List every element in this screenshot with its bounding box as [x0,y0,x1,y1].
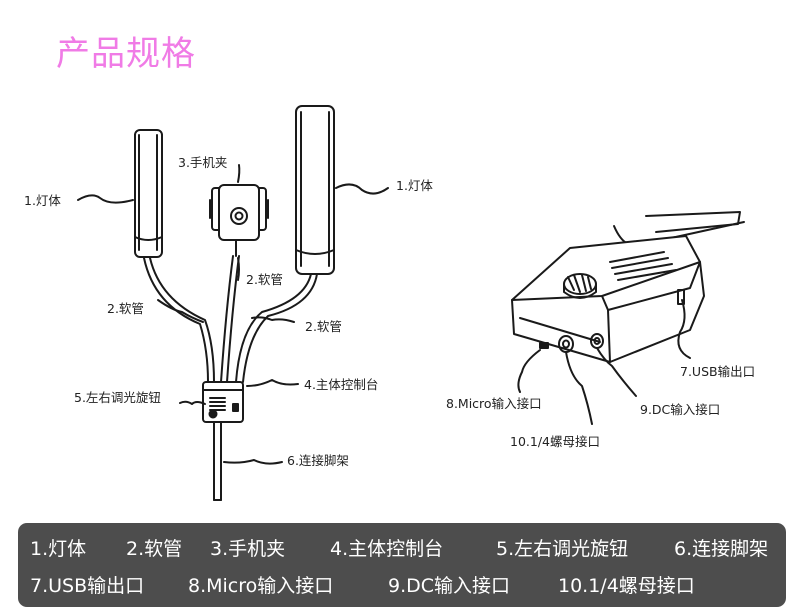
legend-item: 7.USB输出口 [30,575,145,597]
product-diagram: 1.灯体 2.软管 5.左右调光旋钮 3.手机夹 2.软管 2.软管 1.灯体 … [24,105,755,501]
label-usb-output: 7.USB输出口 [680,364,755,379]
page-title: 产品规格 [56,34,196,74]
legend-item: 1.灯体 [30,538,87,560]
tripod-rod [213,421,222,501]
legend-item: 8.Micro输入接口 [188,575,334,597]
phone-clip [209,184,269,257]
label-light-body-right: 1.灯体 [396,178,433,193]
legend-item: 9.DC输入接口 [388,575,511,597]
legend-item: 3.手机夹 [210,538,286,560]
label-micro-input: 8.Micro输入接口 [446,396,542,411]
label-screw-mount: 10.1/4螺母接口 [510,434,600,449]
label-light-body-left: 1.灯体 [24,193,61,208]
control-box-detail [511,211,745,363]
label-dimmer-knob: 5.左右调光旋钮 [74,390,161,405]
legend-item: 10.1/4螺母接口 [558,575,695,597]
label-tripod-link: 6.连接脚架 [287,453,349,468]
legend-item: 2.软管 [126,538,183,560]
legend-item: 5.左右调光旋钮 [496,538,629,560]
label-hose-left: 2.软管 [107,301,144,316]
legend-item: 4.主体控制台 [330,538,444,560]
control-box [202,381,244,423]
hose-right [235,273,318,383]
light-body-right [295,105,335,275]
hose-center [220,255,240,383]
legend-item: 6.连接脚架 [674,538,769,560]
label-dc-input: 9.DC输入接口 [640,402,720,417]
hose-left [143,257,215,383]
light-body-left [134,129,163,258]
label-hose-right: 2.软管 [305,319,342,334]
label-hose-center: 2.软管 [246,272,283,287]
label-control-box: 4.主体控制台 [304,377,378,392]
label-phone-clip: 3.手机夹 [178,155,227,170]
spec-legend: 1.灯体 2.软管 3.手机夹 4.主体控制台 5.左右调光旋钮 6.连接脚架 … [18,523,786,607]
